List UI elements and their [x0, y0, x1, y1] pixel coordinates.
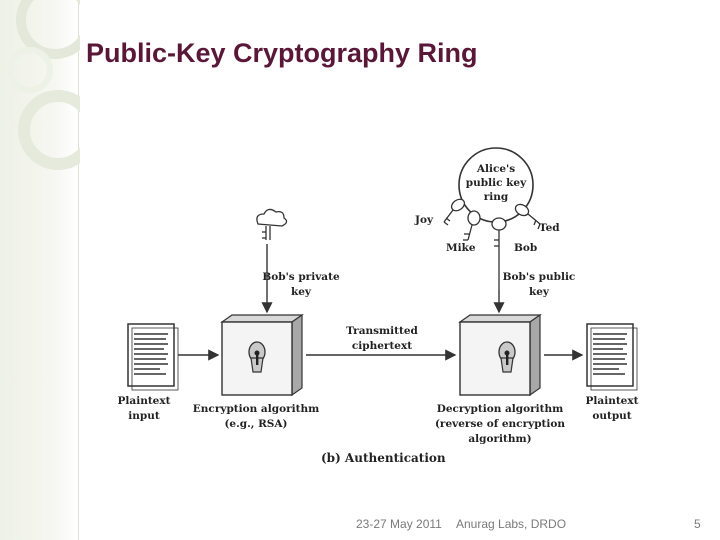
diagram-caption: (b) Authentication — [321, 451, 446, 465]
svg-text:(reverse of encryption: (reverse of encryption — [435, 418, 565, 430]
svg-text:Plaintext: Plaintext — [586, 395, 639, 407]
encryption-label-line-2: (e.g., RSA) — [224, 418, 287, 430]
svg-text:Encryption algorithm: Encryption algorithm — [193, 403, 319, 415]
encryption-box — [220, 313, 304, 397]
private-key-label-line-2: key — [291, 286, 312, 298]
alice-key-ring: Alice's public key ring — [458, 147, 534, 223]
svg-text:(e.g., RSA): (e.g., RSA) — [224, 418, 287, 430]
mike-key-icon — [463, 210, 481, 241]
svg-text:key: key — [529, 286, 550, 298]
svg-text:Decryption algorithm: Decryption algorithm — [437, 403, 564, 415]
plaintext-input-label-line-1: Plaintext — [118, 395, 171, 407]
plaintext-output-document — [586, 323, 638, 391]
decryption-label-line-2: (reverse of encryption — [435, 418, 565, 430]
decorative-swirl — [7, 0, 80, 170]
decryption-box — [458, 313, 542, 397]
mike-key-label: Mike — [446, 242, 476, 254]
svg-text:ciphertext: ciphertext — [352, 340, 412, 352]
plaintext-output-label-line-1: Plaintext — [586, 395, 639, 407]
plaintext-output-label-line-2: output — [592, 410, 631, 422]
decryption-label-line-1: Decryption algorithm — [437, 403, 564, 415]
svg-text:ring: ring — [484, 191, 509, 203]
transmitted-label-line-1: Transmitted — [346, 325, 418, 337]
svg-text:Alice's: Alice's — [476, 163, 515, 175]
private-key-label-line-1: Bob's private — [262, 271, 340, 283]
ring-label-line-1: Alice's — [476, 163, 515, 175]
ring-label-line-3: ring — [484, 191, 509, 203]
joy-key-label: Joy — [414, 214, 434, 226]
plaintext-input-label-line-2: input — [128, 410, 160, 422]
encryption-label-line-1: Encryption algorithm — [193, 403, 319, 415]
ted-key-icon — [514, 203, 541, 230]
decryption-label-line-3: algorithm) — [468, 433, 531, 445]
bob-key-icon — [491, 217, 507, 290]
svg-text:Bob's public: Bob's public — [503, 271, 576, 283]
transmitted-label-line-2: ciphertext — [352, 340, 412, 352]
svg-text:Plaintext: Plaintext — [118, 395, 171, 407]
slide-title: Public-Key Cryptography Ring — [86, 38, 478, 68]
authentication-diagram: Alice's public key ring Joy Mike Bob Ted — [118, 147, 639, 465]
svg-text:input: input — [128, 410, 160, 422]
svg-text:algorithm): algorithm) — [468, 433, 531, 445]
private-key-icon — [256, 208, 288, 240]
svg-text:Bob's private: Bob's private — [262, 271, 340, 283]
ted-key-label: Ted — [539, 222, 560, 234]
encryption-lock-icon — [248, 341, 266, 373]
ring-label-line-2: public key — [466, 177, 527, 189]
footer-date: 23-27 May 2011 — [356, 517, 442, 531]
svg-text:output: output — [592, 410, 631, 422]
svg-text:public key: public key — [466, 177, 527, 189]
public-key-label-line-1: Bob's public — [503, 271, 576, 283]
decryption-lock-icon — [498, 341, 516, 373]
plaintext-input-document — [127, 323, 179, 391]
footer-page-number: 5 — [694, 517, 701, 531]
svg-text:key: key — [291, 286, 312, 298]
footer-organization: Anurag Labs, DRDO — [456, 517, 567, 531]
svg-text:Transmitted: Transmitted — [346, 325, 418, 337]
left-decor-border — [78, 0, 79, 540]
public-key-label-line-2: key — [529, 286, 550, 298]
joy-key-icon — [443, 198, 466, 226]
bob-key-label: Bob — [514, 242, 537, 254]
